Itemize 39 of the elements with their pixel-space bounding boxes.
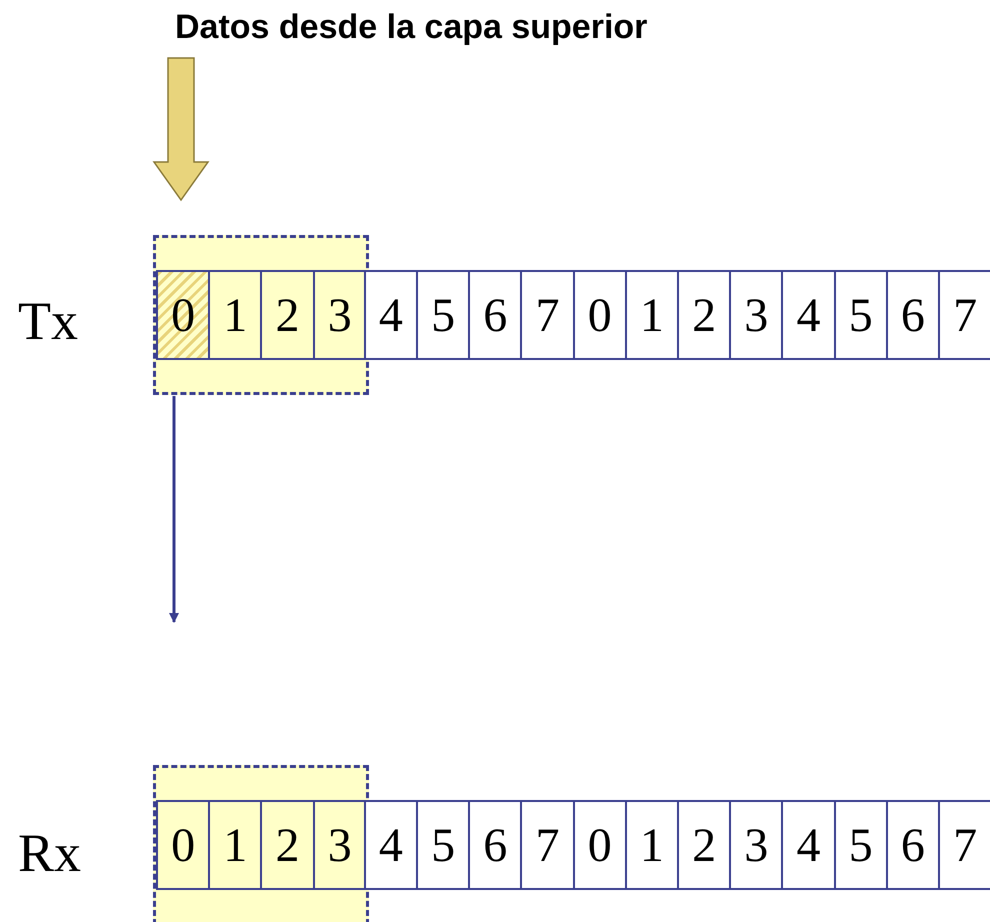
sequence-cell: 1 (624, 270, 679, 360)
sequence-cell: 5 (834, 800, 888, 890)
row-label: Rx (18, 822, 82, 884)
sequence-cell: 1 (208, 270, 262, 360)
row-label: Tx (18, 290, 78, 352)
sequence-cell: 7 (520, 270, 575, 360)
sequence-cell: 6 (886, 270, 940, 360)
sequence-cell: 2 (677, 800, 732, 890)
sequence-cell: 3 (729, 800, 784, 890)
sequence-cell: 4 (364, 270, 418, 360)
sequence-cell: 3 (729, 270, 784, 360)
window-frame (153, 765, 369, 922)
arrow (169, 396, 179, 623)
sequence-cell: 0 (156, 800, 210, 890)
sequence-cell: 5 (416, 270, 470, 360)
sequence-cell: 0 (572, 270, 627, 360)
sequence-cell: 6 (468, 800, 522, 890)
window-frame (153, 235, 369, 395)
sequence-cell: 5 (416, 800, 470, 890)
sequence-cell: 7 (938, 800, 990, 890)
sequence-cell: 7 (938, 270, 990, 360)
sequence-cell: 1 (624, 800, 679, 890)
heading: Datos desde la capa superior (175, 8, 648, 48)
sequence-cell: 2 (260, 270, 315, 360)
sequence-cell: 1 (208, 800, 262, 890)
sequence-cell: 2 (677, 270, 732, 360)
sequence-cell: 0 (572, 800, 627, 890)
sequence-cell: 0 (156, 270, 210, 360)
sequence-cell: 4 (781, 270, 836, 360)
sequence-cell: 6 (468, 270, 522, 360)
block-arrow (152, 57, 210, 202)
sequence-cell: 2 (260, 800, 315, 890)
sequence-cell: 6 (886, 800, 940, 890)
sequence-cell: 4 (781, 800, 836, 890)
sequence-cell: 5 (834, 270, 888, 360)
sequence-cell: 3 (312, 800, 367, 890)
sequence-cell: 4 (364, 800, 418, 890)
sequence-cell: 7 (520, 800, 575, 890)
sequence-cell: 3 (312, 270, 367, 360)
